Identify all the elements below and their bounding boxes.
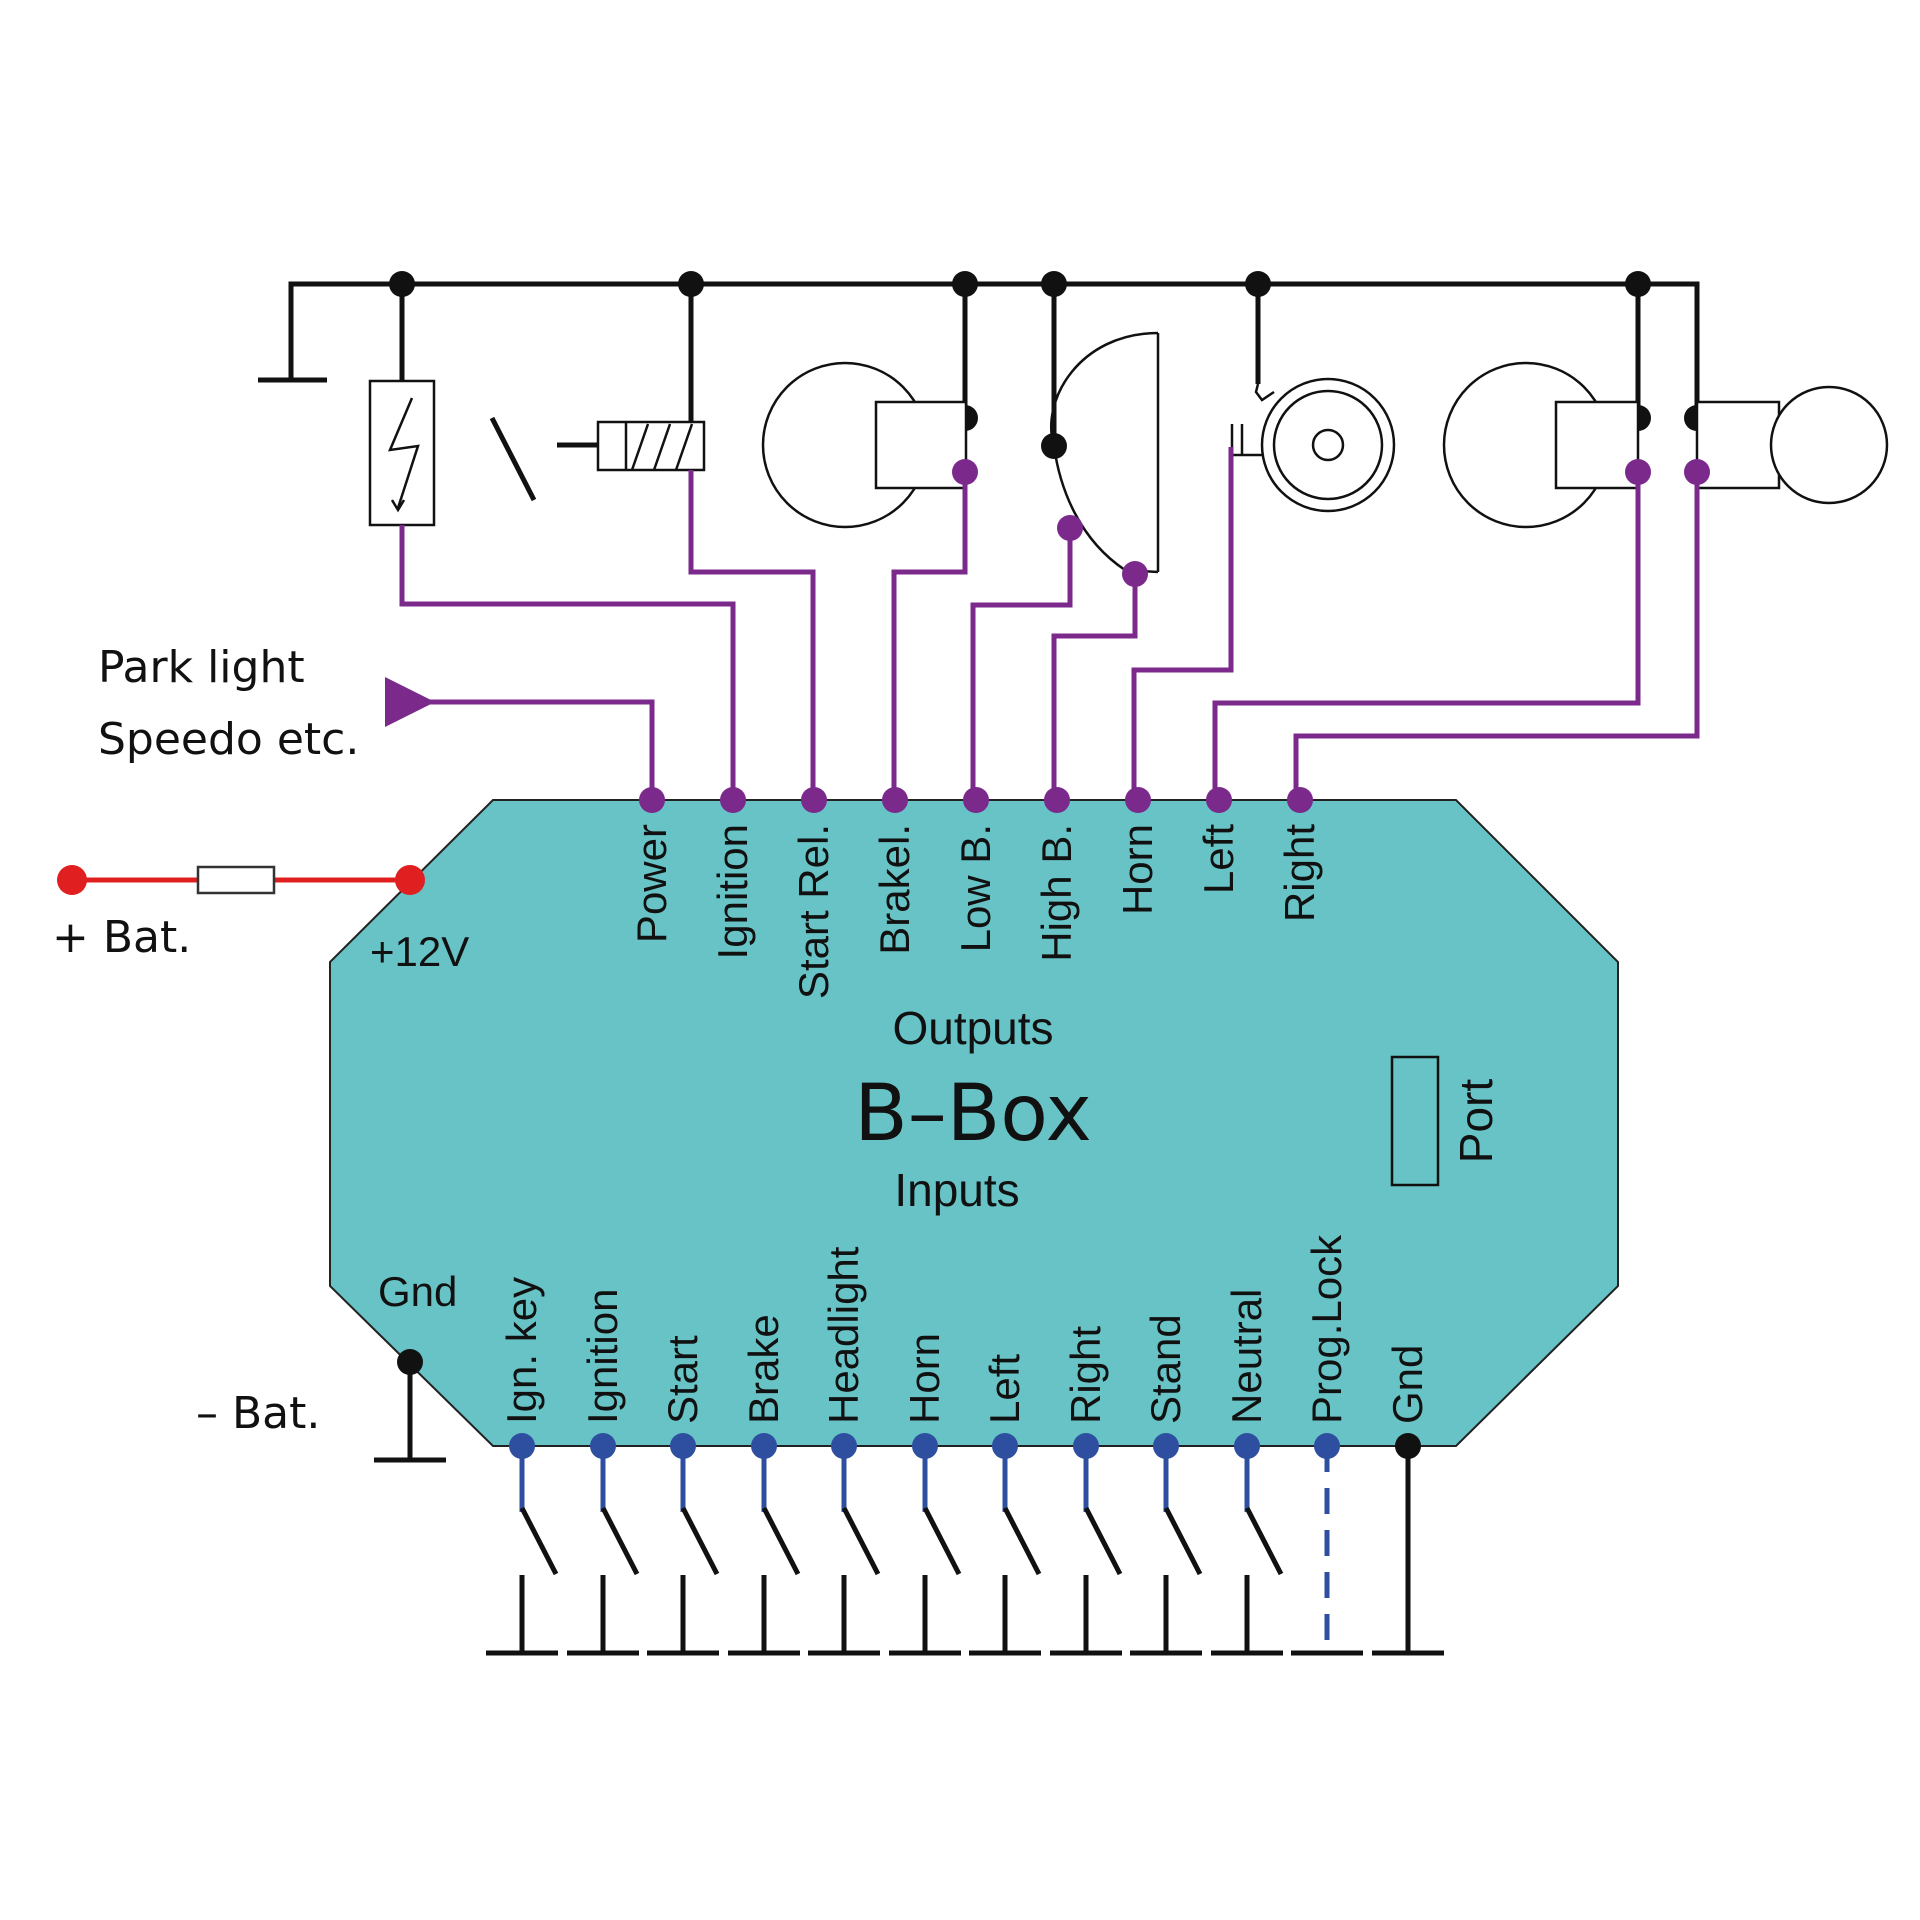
- coil-icon: [368, 379, 436, 527]
- output-label-start-rel: Start Rel.: [790, 824, 837, 999]
- start-relay-icon: [596, 420, 706, 472]
- input-right: Right: [1050, 1326, 1123, 1656]
- fuse-icon: [196, 865, 276, 895]
- output-pin-horn: [1125, 787, 1151, 813]
- input-pin-headlight: [831, 1433, 857, 1459]
- output-pin-power: [639, 787, 665, 813]
- turn-lamp-right-icon: [1695, 385, 1889, 505]
- programming-port: Port: [1390, 1055, 1502, 1187]
- output-label-low-b: Low B.: [952, 824, 999, 952]
- output-label-ignition: Ignition: [709, 824, 756, 959]
- input-pin-right: [1073, 1433, 1099, 1459]
- output-pin-low-b: [963, 787, 989, 813]
- b-box-body: [329, 799, 1619, 1447]
- input-label-brake: Brake: [740, 1314, 787, 1424]
- output-label-horn: Horn: [1114, 824, 1161, 915]
- input-gnd: Gnd: [1372, 1345, 1444, 1656]
- device-title: B–Box: [854, 1069, 1092, 1159]
- input-brake: Brake: [728, 1314, 801, 1656]
- output-pin-ignition: [720, 787, 746, 813]
- input-stand: Stand: [1130, 1314, 1203, 1656]
- input-pin-neutral: [1234, 1433, 1260, 1459]
- input-horn: Horn: [889, 1333, 962, 1656]
- input-label-ign-key: Ign. key: [498, 1277, 545, 1424]
- v12-terminal: [395, 865, 425, 895]
- output-pin-start-rel: [801, 787, 827, 813]
- input-neutral: Neutral: [1211, 1289, 1284, 1656]
- input-pin-brake: [751, 1433, 777, 1459]
- input-left: Left: [969, 1354, 1042, 1656]
- input-switch-icon: [1244, 1506, 1284, 1576]
- input-pin-left: [992, 1433, 1018, 1459]
- input-switch-icon: [600, 1506, 640, 1576]
- output-label-high-b: High B.: [1033, 824, 1080, 962]
- inputs-heading: Inputs: [894, 1164, 1019, 1216]
- output-pin-high-b: [1044, 787, 1070, 813]
- input-ign-key: Ign. key: [486, 1277, 559, 1656]
- input-switch-icon: [761, 1506, 801, 1576]
- input-label-right: Right: [1062, 1326, 1109, 1424]
- gnd-label: Gnd: [378, 1268, 457, 1315]
- battery-plus-label: + Bat.: [52, 912, 191, 963]
- battery-minus-label: – Bat.: [196, 1388, 320, 1439]
- headlight-icon: [1049, 331, 1160, 574]
- output-wires: [385, 447, 1710, 800]
- battery-feed: [57, 865, 425, 895]
- input-switch-icon: [1163, 1506, 1203, 1576]
- output-label-brakel: Brakel.: [871, 824, 918, 955]
- output-pin-left: [1206, 787, 1232, 813]
- input-label-ignition: Ignition: [579, 1289, 626, 1424]
- output-pin-brakel: [882, 787, 908, 813]
- input-pins: Ign. key Ignition Start Brake Headlight Horn L…: [486, 1234, 1444, 1656]
- turn-lamp-left-icon: [1442, 361, 1640, 529]
- input-pin-gnd: [1395, 1433, 1421, 1459]
- battery-ground: [374, 1349, 446, 1463]
- input-headlight: Headlight: [808, 1246, 881, 1656]
- input-label-horn: Horn: [901, 1333, 948, 1424]
- input-label-left: Left: [981, 1354, 1028, 1424]
- input-label-start: Start: [659, 1335, 706, 1424]
- output-pin-right: [1287, 787, 1313, 813]
- input-pin-prog-lock: [1314, 1433, 1340, 1459]
- input-switch-icon: [841, 1506, 881, 1576]
- input-switch-icon: [680, 1506, 720, 1576]
- input-label-headlight: Headlight: [820, 1246, 867, 1424]
- input-pin-horn: [912, 1433, 938, 1459]
- input-label-neutral: Neutral: [1223, 1289, 1270, 1424]
- input-pin-ignition: [590, 1433, 616, 1459]
- ignition-switch-icon: [489, 416, 601, 502]
- port-connector-icon: [1390, 1055, 1440, 1187]
- input-switch-icon: [922, 1506, 962, 1576]
- input-pin-start: [670, 1433, 696, 1459]
- output-label-left: Left: [1195, 824, 1242, 894]
- input-switch-icon: [1002, 1506, 1042, 1576]
- park-note-line-2: Speedo etc.: [98, 714, 359, 765]
- v12-label: +12V: [370, 928, 469, 975]
- input-ignition: Ignition: [567, 1289, 640, 1656]
- port-label: Port: [1450, 1079, 1502, 1164]
- outputs-heading: Outputs: [892, 1002, 1053, 1054]
- battery-plus-terminal: [57, 865, 87, 895]
- input-pin-ign-key: [509, 1433, 535, 1459]
- input-label-stand: Stand: [1142, 1314, 1189, 1424]
- input-switch-icon: [1083, 1506, 1123, 1576]
- output-label-power: Power: [628, 824, 675, 943]
- output-pins: Power Ignition Start Rel. Brakel. Low B. High…: [628, 787, 1323, 999]
- input-label-prog-lock: Prog.Lock: [1303, 1234, 1350, 1424]
- horn-icon: [1230, 377, 1396, 513]
- input-prog-lock: Prog.Lock: [1291, 1234, 1363, 1656]
- brake-lamp-icon: [761, 361, 968, 529]
- input-pin-stand: [1153, 1433, 1179, 1459]
- park-note-line-1: Park light: [98, 642, 305, 693]
- input-label-gnd: Gnd: [1384, 1345, 1431, 1424]
- input-start: Start: [647, 1335, 720, 1656]
- output-label-right: Right: [1276, 824, 1323, 922]
- input-switch-icon: [519, 1506, 559, 1576]
